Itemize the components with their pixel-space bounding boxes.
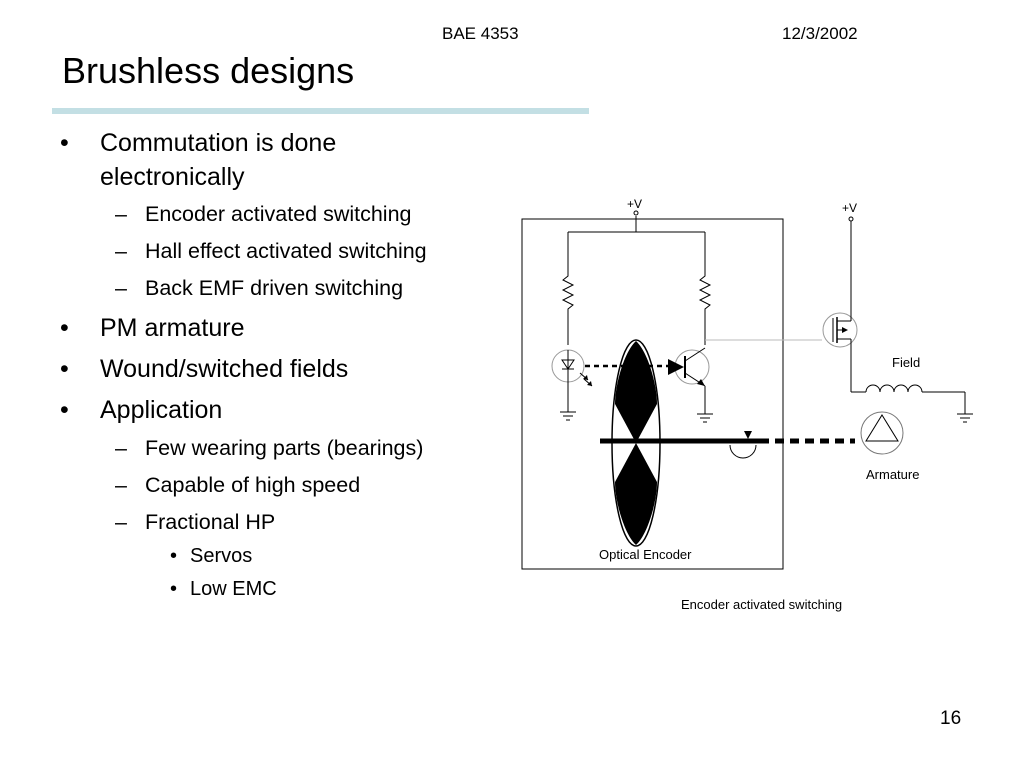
ground-right bbox=[957, 413, 973, 423]
page-number: 16 bbox=[940, 708, 962, 729]
optical-encoder-label: Optical Encoder bbox=[599, 547, 692, 562]
right-supply-label: +V bbox=[842, 201, 857, 215]
right-supply-terminal: +V bbox=[842, 201, 857, 222]
field-coil bbox=[865, 384, 923, 393]
sub-sub-bullet-low-emc: • Low EMC bbox=[170, 578, 277, 600]
diagram-caption: Encoder activated switching bbox=[681, 597, 842, 612]
sub-sub-bullet-servos: • Servos bbox=[170, 545, 253, 567]
resistor-right bbox=[698, 270, 712, 316]
left-supply-terminal: +V bbox=[627, 197, 642, 232]
sub-bullet-hall: – Hall effect activated switching bbox=[115, 239, 427, 263]
armature-symbol bbox=[860, 411, 904, 455]
slide-title: Brushless designs bbox=[62, 50, 355, 91]
sub-bullet-wearing-parts: – Few wearing parts (bearings) bbox=[115, 436, 424, 460]
phototransistor bbox=[668, 347, 710, 387]
armature-label: Armature bbox=[866, 467, 919, 482]
resistor-left bbox=[561, 270, 575, 316]
slide-date: 12/3/2002 bbox=[782, 24, 858, 43]
mosfet-switch bbox=[822, 312, 858, 348]
course-code: BAE 4353 bbox=[442, 24, 519, 43]
ground-left bbox=[560, 411, 576, 421]
ground-middle bbox=[697, 413, 713, 423]
field-label: Field bbox=[892, 355, 920, 370]
led-light-source bbox=[551, 349, 593, 387]
sub-bullet-back-emf: – Back EMF driven switching bbox=[115, 276, 404, 300]
optical-encoder-disk bbox=[611, 339, 661, 547]
sub-bullet-high-speed: – Capable of high speed bbox=[115, 473, 361, 497]
sub-bullet-fractional-hp: – Fractional HP bbox=[115, 510, 276, 534]
encoder-circuit-box bbox=[521, 218, 784, 570]
bearing bbox=[729, 431, 757, 459]
sub-bullet-encoder: – Encoder activated switching bbox=[115, 202, 412, 226]
bullet-commutation: • Commutation is done electronically bbox=[60, 129, 337, 191]
bullet-pm-armature: • PM armature bbox=[60, 314, 245, 342]
bullet-wound-fields: • Wound/switched fields bbox=[60, 355, 349, 383]
bullet-application: • Application bbox=[60, 396, 223, 424]
left-supply-label: +V bbox=[627, 197, 642, 211]
title-underline bbox=[52, 108, 589, 114]
